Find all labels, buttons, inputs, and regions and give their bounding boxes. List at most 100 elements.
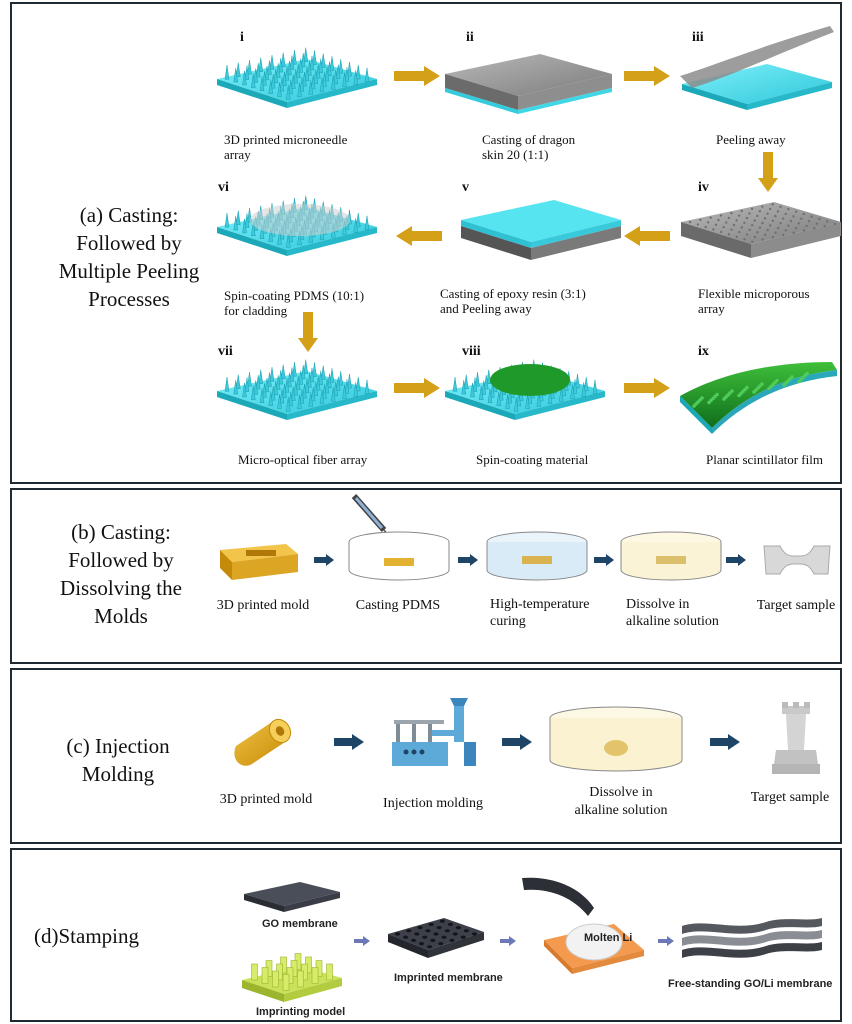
pore <box>802 212 806 216</box>
microneedle <box>242 382 247 398</box>
microneedle <box>287 372 292 388</box>
pore <box>774 214 777 218</box>
microneedle <box>478 385 484 401</box>
hole <box>460 935 466 939</box>
bump <box>722 397 726 401</box>
step-iv-number: iv <box>698 180 709 195</box>
microneedle <box>304 378 310 393</box>
microneedle <box>308 392 314 407</box>
pore <box>704 225 707 229</box>
microneedle <box>505 394 510 409</box>
panel-d-title: (d)Stamping <box>34 924 139 948</box>
microneedle <box>277 82 282 97</box>
microneedle <box>299 77 305 92</box>
pore <box>714 223 718 226</box>
microneedle <box>224 213 230 228</box>
microneedle <box>470 382 475 398</box>
microneedle <box>290 74 296 89</box>
pore <box>763 233 767 236</box>
microneedle <box>287 60 292 76</box>
microneedle <box>364 379 370 395</box>
microneedle <box>242 218 247 234</box>
microneedle <box>253 68 259 83</box>
microneedle <box>270 74 276 89</box>
pore <box>787 208 790 211</box>
microneedle <box>319 77 325 93</box>
hole <box>427 945 433 949</box>
pore <box>753 219 756 222</box>
arrow-d-3 <box>658 936 674 946</box>
pore <box>781 217 785 220</box>
pore <box>813 227 816 230</box>
dissolve-dish-large-icon <box>549 706 683 772</box>
pore <box>745 233 749 236</box>
pore <box>810 215 813 218</box>
microneedle <box>312 362 317 377</box>
hole <box>463 929 469 933</box>
bump <box>782 383 786 387</box>
target-sample-tower-icon <box>772 702 820 774</box>
molten-li-illustration <box>522 877 644 974</box>
microneedle <box>327 373 332 388</box>
microneedle <box>275 63 281 78</box>
pore <box>756 231 759 234</box>
microneedle <box>284 66 290 81</box>
step-ix-caption: Planar scintillator film <box>706 452 823 467</box>
microneedle <box>313 69 319 84</box>
pillar <box>251 963 258 981</box>
hole <box>471 932 477 936</box>
microneedle <box>247 60 252 75</box>
microneedle <box>347 374 352 389</box>
microneedle <box>318 58 324 74</box>
microneedle <box>250 73 256 89</box>
microneedle <box>319 389 325 405</box>
microneedle <box>295 375 301 391</box>
microneedle <box>490 383 495 398</box>
microneedle <box>303 359 309 374</box>
microneedle <box>516 391 522 407</box>
microneedle <box>322 384 327 399</box>
microneedle <box>309 367 315 383</box>
microneedle <box>355 376 361 392</box>
microneedle <box>299 389 305 404</box>
imprinting-model-label: Imprinting model <box>256 1006 346 1018</box>
pore <box>797 222 800 225</box>
hole <box>444 929 450 933</box>
microneedle <box>303 47 309 62</box>
arrow-iv-to-v <box>624 226 670 246</box>
microneedle <box>250 221 256 237</box>
microneedle <box>258 57 264 72</box>
microneedle <box>496 391 502 406</box>
pore <box>771 203 774 206</box>
pore <box>719 230 723 234</box>
microneedle <box>268 391 274 406</box>
microneedle <box>527 389 533 404</box>
microneedle <box>300 365 306 380</box>
hole <box>452 932 458 936</box>
microneedle <box>233 68 239 83</box>
hole <box>433 932 439 936</box>
pore <box>751 240 754 243</box>
step-viii-caption: Spin-coating material <box>476 452 589 467</box>
microneedle <box>486 369 492 384</box>
microneedle <box>288 391 294 407</box>
microneedle <box>244 65 250 80</box>
microneedle <box>258 369 264 384</box>
pore <box>815 222 819 225</box>
microneedle <box>315 376 321 391</box>
microneedle <box>507 389 513 404</box>
microneedle <box>342 384 347 400</box>
microneedle <box>309 55 315 71</box>
pore <box>737 214 741 217</box>
microneedle <box>355 64 361 80</box>
bump <box>707 400 711 405</box>
pillar <box>261 967 269 984</box>
hole <box>438 942 444 946</box>
microneedle <box>327 61 332 76</box>
pillar <box>282 974 290 991</box>
hole <box>419 942 425 946</box>
microneedle <box>292 50 297 65</box>
arrow-b-3 <box>594 554 614 566</box>
pore <box>779 222 782 225</box>
